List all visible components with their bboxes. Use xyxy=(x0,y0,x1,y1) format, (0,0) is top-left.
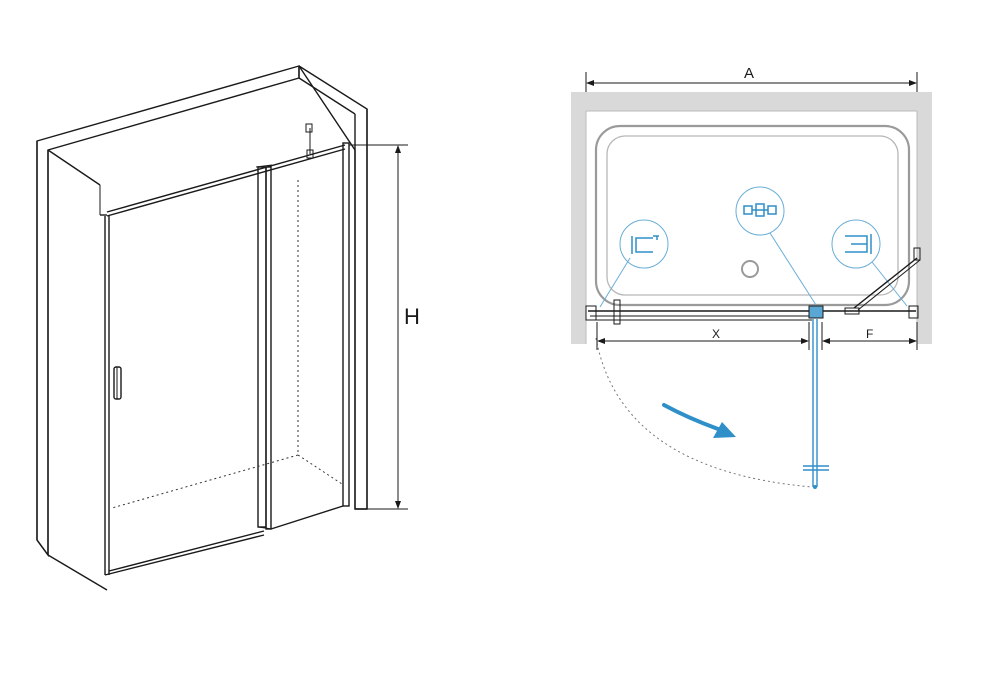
plan-view: A xyxy=(571,65,932,489)
center-hinge xyxy=(808,305,824,319)
isometric-view: H xyxy=(36,65,420,591)
drain-icon xyxy=(741,260,759,278)
door-width-label: X xyxy=(712,327,720,341)
center-profile xyxy=(255,164,273,530)
hinge-profile-icon xyxy=(743,203,777,217)
detail-callout-left xyxy=(599,219,669,308)
top-rail xyxy=(106,123,346,217)
left-wall xyxy=(36,65,300,591)
glass-partition xyxy=(585,247,921,325)
fixed-width-label: F xyxy=(866,327,873,341)
glass-clamp-icon xyxy=(845,234,872,254)
floor-hidden-lines xyxy=(111,180,343,509)
width-label: A xyxy=(744,65,754,82)
door-swing-arc xyxy=(595,337,813,488)
wall-profile-icon xyxy=(631,235,659,254)
open-door-panel xyxy=(803,319,829,489)
detail-callout-center xyxy=(735,186,817,306)
detail-callout-right xyxy=(831,219,908,307)
bottom-rail xyxy=(104,530,265,576)
width-dimension: A xyxy=(585,65,918,92)
door-left-profile xyxy=(104,215,110,575)
door-handle[interactable] xyxy=(113,366,122,400)
shower-tray xyxy=(594,124,911,307)
fixed-width-dimension: F xyxy=(821,322,918,350)
height-label: H xyxy=(404,304,420,329)
door-width-dimension: X xyxy=(596,322,810,350)
height-dimension: H xyxy=(349,144,420,510)
right-wall xyxy=(298,65,368,510)
swing-direction-arrow-icon xyxy=(662,403,736,438)
fixed-panel-profile xyxy=(270,142,350,530)
plan-walls xyxy=(571,92,932,344)
